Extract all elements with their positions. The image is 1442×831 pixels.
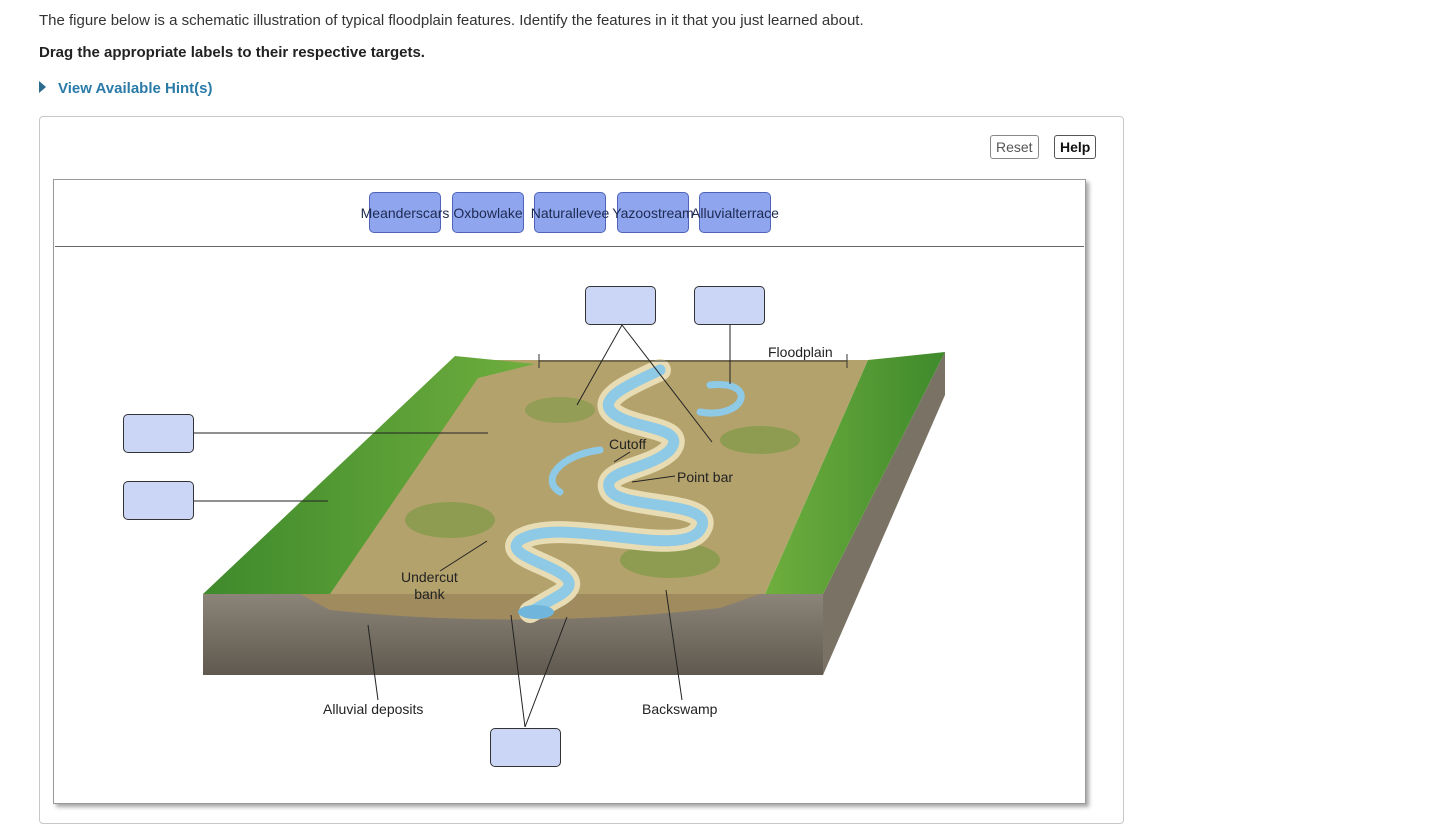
left-valley-wall — [203, 356, 535, 594]
drop-target-top-right[interactable] — [694, 286, 765, 325]
leader-line — [665, 589, 683, 701]
leader-line — [367, 624, 379, 701]
reset-button[interactable]: Reset — [990, 135, 1039, 159]
leader-line — [524, 616, 568, 728]
right-valley-wall — [765, 352, 945, 594]
leader-line — [576, 324, 623, 406]
label-backswamp: Backswamp — [642, 701, 718, 717]
meandering-river — [510, 364, 708, 618]
leader-line — [631, 475, 676, 483]
drop-target-left-lower[interactable] — [123, 481, 194, 520]
backswamp-vegetation — [720, 426, 800, 454]
help-button[interactable]: Help — [1054, 135, 1097, 159]
expand-triangle-icon — [39, 80, 46, 93]
cutoff-meander-shape — [548, 446, 604, 496]
leader-line — [439, 540, 488, 572]
oxbow-lake-shape — [696, 381, 745, 417]
backswamp-vegetation — [525, 397, 595, 423]
drag-instruction: Drag the appropriate labels to their res… — [39, 44, 425, 61]
leader-line — [613, 451, 631, 463]
backswamp-vegetation — [405, 502, 495, 538]
view-hints-link[interactable]: View Available Hint(s) — [39, 80, 213, 97]
label-bank-divider — [55, 246, 1084, 247]
drop-target-top-left[interactable] — [585, 286, 656, 325]
label-floodplain: Floodplain — [768, 344, 833, 360]
view-hints-label: View Available Hint(s) — [58, 80, 213, 97]
river-outlet — [518, 605, 554, 619]
right-side-cross-section — [823, 352, 945, 675]
label-alluvial-deposits: Alluvial deposits — [323, 701, 424, 717]
drop-target-bottom[interactable] — [490, 728, 561, 767]
question-prompt: The figure below is a schematic illustra… — [39, 12, 864, 29]
label-point-bar: Point bar — [677, 469, 734, 485]
drop-target-left-upper[interactable] — [123, 414, 194, 453]
leader-line — [510, 614, 526, 728]
leader-line — [621, 324, 713, 443]
label-cutoff: Cutoff — [609, 436, 647, 452]
backswamp-vegetation — [620, 542, 720, 578]
